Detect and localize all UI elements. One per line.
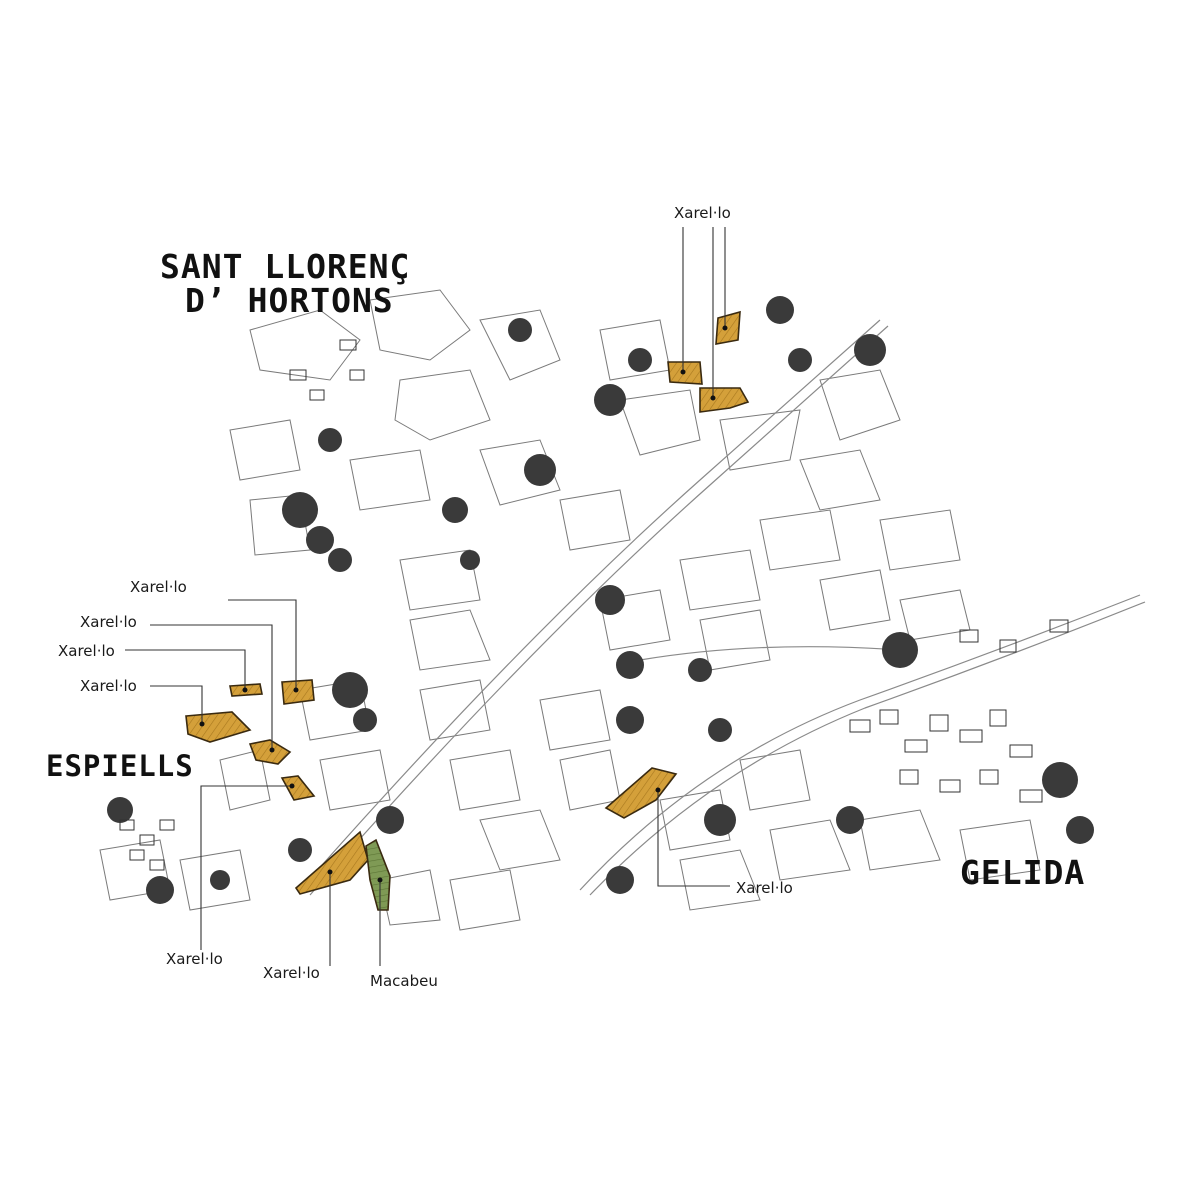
parcel-top-3 xyxy=(699,387,750,413)
parcel-left-4 xyxy=(248,739,292,765)
parcel-bottom-macabeu xyxy=(365,838,391,911)
variety-label-right-xarello: Xarel·lo xyxy=(736,879,793,897)
variety-label-macabeu: Macabeu xyxy=(370,972,438,990)
town-label-sant-llorenc-line2: D’ HORTONS xyxy=(185,281,394,320)
leader-lines xyxy=(125,227,730,966)
variety-label-left-xarello-4: Xarel·lo xyxy=(80,677,137,695)
parcel-left-3 xyxy=(185,711,252,743)
parcel-right-xarello xyxy=(604,767,678,819)
parcel-left-5 xyxy=(280,775,316,801)
variety-label-top-xarello: Xarel·lo xyxy=(674,204,731,222)
field-outlines xyxy=(99,289,1041,931)
buildings xyxy=(119,339,1069,871)
parcel-top-2 xyxy=(715,310,741,345)
variety-label-left-xarello-1: Xarel·lo xyxy=(130,578,187,596)
variety-label-bottom-xarello-1: Xarel·lo xyxy=(166,950,223,968)
variety-label-bottom-xarello-2: Xarel·lo xyxy=(263,964,320,982)
town-label-sant-llorenc-line1: SANT LLORENÇ xyxy=(160,247,410,286)
town-label-gelida: GELIDA xyxy=(960,853,1085,892)
town-label-espiells: ESPIELLS xyxy=(46,749,194,783)
variety-label-left-xarello-2: Xarel·lo xyxy=(80,613,137,631)
parcel-bottom-xarello xyxy=(294,830,369,895)
parcel-left-2 xyxy=(281,679,315,705)
parcel-markers xyxy=(199,325,728,883)
variety-label-left-xarello-3: Xarel·lo xyxy=(58,642,115,660)
vegetation xyxy=(107,296,1094,904)
